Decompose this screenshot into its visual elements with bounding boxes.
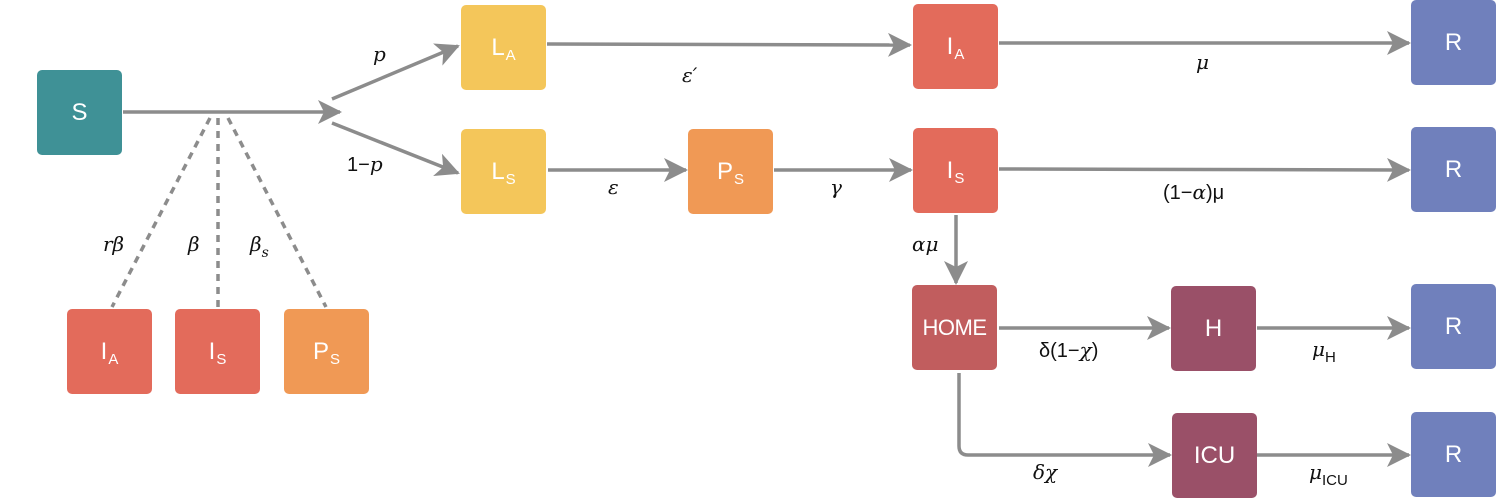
label-beta-s-sub: s — [261, 245, 269, 261]
label-mu-h-sub: H — [1325, 349, 1336, 366]
node-source-ia-label: I — [100, 337, 108, 365]
label-gamma: γ — [830, 175, 842, 199]
node-icu: ICU — [1172, 413, 1257, 498]
node-is-label: I — [946, 156, 954, 184]
label-beta-text: β — [188, 232, 200, 256]
node-r1-label: R — [1444, 28, 1463, 56]
node-s-label: S — [71, 98, 88, 126]
node-source-ps-subscript: S — [330, 351, 341, 368]
label-p-var: p — [369, 152, 383, 176]
node-source-ps-label: P — [312, 337, 329, 365]
edge-la-ia — [546, 32, 912, 57]
label-alpha-mu: αμ — [912, 232, 939, 256]
node-ia-subscript: A — [954, 46, 965, 63]
node-r2-recovered: R — [1411, 127, 1496, 212]
label-one-minus-p: 1−p — [347, 152, 383, 177]
edge-split-la — [331, 43, 460, 101]
node-ls-subscript: S — [505, 171, 516, 188]
label-epsilon-prime-text: ε′ — [682, 63, 698, 87]
label-oma-alpha: α — [1192, 180, 1206, 204]
node-source-is-label: I — [208, 337, 216, 365]
edge-is-r2 — [998, 157, 1411, 182]
node-r4-label: R — [1444, 440, 1463, 468]
label-beta-s: βs — [250, 232, 269, 261]
node-s-susceptible: S — [37, 70, 122, 155]
node-ls-label: L — [491, 157, 505, 185]
label-p-text: p — [373, 42, 386, 66]
node-ps-label: P — [716, 157, 733, 185]
label-mu-text: μ — [1196, 50, 1209, 74]
label-delta-chi-text: δχ — [1033, 460, 1058, 484]
label-mu-h-base: μ — [1312, 337, 1325, 361]
node-source-ia-subscript: A — [108, 351, 119, 368]
label-epsilon-prime: ε′ — [682, 63, 697, 87]
node-is-subscript: S — [954, 170, 965, 187]
edge-home-icu — [957, 373, 1172, 467]
node-home: HOME — [912, 285, 997, 370]
label-dchi-chi: χ — [1079, 338, 1092, 362]
infection-link-ps — [226, 117, 328, 308]
label-alpha-mu-text: αμ — [912, 232, 939, 256]
node-h-label: H — [1204, 314, 1223, 342]
node-r1-recovered: R — [1411, 0, 1496, 85]
edge-split-ls — [331, 121, 460, 177]
node-la-subscript: A — [505, 47, 516, 64]
label-p: p — [373, 42, 386, 66]
node-r2-label: R — [1444, 155, 1463, 183]
label-one-minus-alpha-mu: (1−α)μ — [1163, 180, 1224, 205]
label-beta-s-base: β — [250, 232, 262, 256]
node-r3-label: R — [1444, 312, 1463, 340]
label-oma-close: )μ — [1205, 182, 1225, 204]
label-delta-one-minus-chi: δ(1−χ) — [1039, 338, 1098, 363]
node-ia-label: I — [946, 32, 954, 60]
node-la-label: L — [491, 33, 505, 61]
label-dchi-open: δ(1− — [1039, 340, 1080, 362]
label-epsilon-text: ε — [608, 175, 619, 199]
label-mu-icu: μICU — [1309, 460, 1348, 489]
label-delta-chi: δχ — [1033, 460, 1057, 484]
label-mu: μ — [1196, 50, 1209, 74]
label-beta: β — [188, 232, 200, 256]
label-mu-icu-base: μ — [1309, 460, 1322, 484]
node-r3-recovered: R — [1411, 284, 1496, 369]
label-r-beta: rβ — [103, 232, 124, 256]
label-mu-icu-sub: ICU — [1322, 472, 1348, 489]
node-r4-recovered: R — [1411, 412, 1496, 497]
label-r-beta-text: rβ — [103, 232, 125, 256]
label-mu-h: μH — [1312, 337, 1336, 366]
node-home-label: HOME — [922, 314, 988, 340]
label-oma-open: (1− — [1163, 182, 1193, 204]
node-h-hospital: H — [1171, 286, 1256, 371]
label-dchi-close: ) — [1091, 340, 1099, 362]
label-one-minus-text: 1− — [347, 154, 370, 176]
label-epsilon: ε — [608, 175, 619, 199]
infection-link-ia — [110, 117, 212, 308]
node-ps-subscript: S — [734, 171, 745, 188]
node-source-is-subscript: S — [216, 351, 227, 368]
label-gamma-text: γ — [830, 175, 842, 199]
node-icu-label: ICU — [1193, 441, 1236, 469]
